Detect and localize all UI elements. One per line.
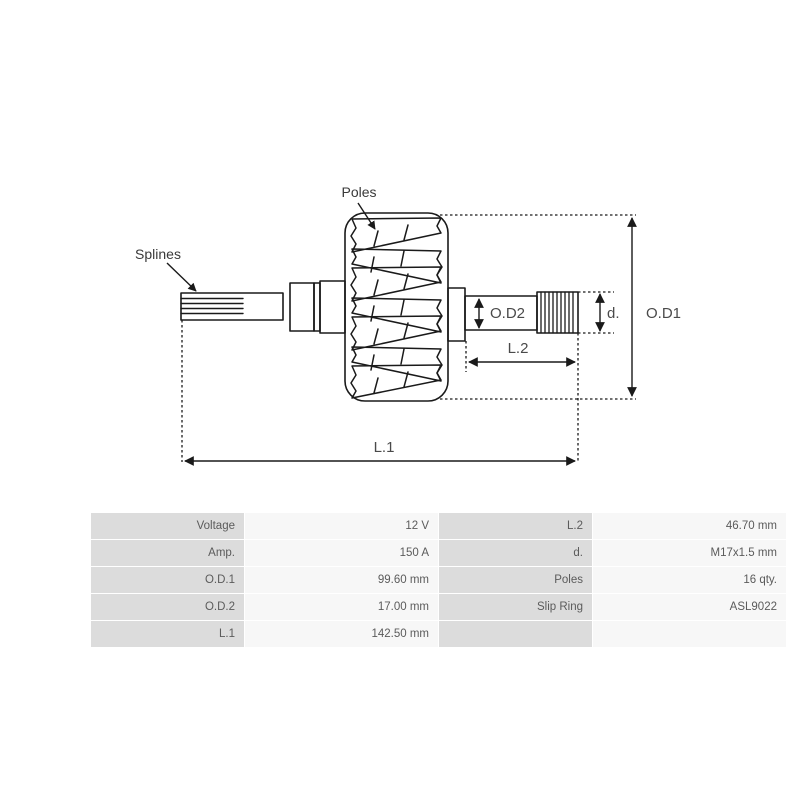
dim-label-l1: L.1 [374, 439, 395, 456]
spec-value-l2: 46.70 mm [592, 512, 787, 540]
spec-value-l1: 142.50 mm [244, 620, 439, 648]
table-row: L.1 142.50 mm [90, 620, 787, 648]
table-row: O.D.2 17.00 mm Slip Ring ASL9022 [90, 593, 787, 621]
spec-value-voltage: 12 V [244, 512, 439, 540]
spec-key-empty [438, 620, 593, 648]
spec-key-l2: L.2 [438, 512, 593, 540]
spec-value-od2: 17.00 mm [244, 593, 439, 621]
dim-label-od2: O.D2 [490, 305, 525, 322]
spec-key-od2: O.D.2 [90, 593, 245, 621]
rotor-diagram: Splines Poles O.D1 O.D2 d. L.1 L.2 [135, 184, 681, 466]
leader-poles [357, 202, 376, 230]
spec-value-d: M17x1.5 mm [592, 539, 787, 567]
claw-pole-fingers [350, 217, 443, 399]
spec-value-poles: 16 qty. [592, 566, 787, 594]
specifications-table-container: Voltage 12 V L.2 46.70 mm Amp. 150 A d. … [90, 512, 787, 648]
splines-grooves [180, 297, 244, 315]
specifications-table-body: Voltage 12 V L.2 46.70 mm Amp. 150 A d. … [90, 512, 787, 648]
slip-ring-collar-blocks [289, 280, 346, 334]
table-row: O.D.1 99.60 mm Poles 16 qty. [90, 566, 787, 594]
dim-label-l2: L.2 [508, 340, 529, 357]
rotor-diagram-svg: Splines Poles O.D1 O.D2 d. L.1 L.2 [135, 184, 681, 466]
shaft-left-section [180, 292, 284, 321]
callout-label-poles: Poles [341, 184, 376, 200]
callout-label-splines: Splines [135, 246, 181, 262]
thread-hatching [540, 291, 574, 334]
spec-value-slip-ring: ASL9022 [592, 593, 787, 621]
dimension-arrows [184, 217, 637, 466]
dim-label-d: d. [607, 305, 620, 322]
spec-key-slip-ring: Slip Ring [438, 593, 593, 621]
spec-key-d: d. [438, 539, 593, 567]
spec-key-amp: Amp. [90, 539, 245, 567]
spec-value-od1: 99.60 mm [244, 566, 439, 594]
extension-lines [181, 214, 636, 462]
spec-key-od1: O.D.1 [90, 566, 245, 594]
spec-value-amp: 150 A [244, 539, 439, 567]
spec-key-l1: L.1 [90, 620, 245, 648]
specifications-table: Voltage 12 V L.2 46.70 mm Amp. 150 A d. … [90, 512, 787, 648]
spec-value-empty [592, 620, 787, 648]
callout-leaders [166, 202, 376, 292]
table-row: Voltage 12 V L.2 46.70 mm [90, 512, 787, 540]
leader-splines [166, 262, 197, 292]
spec-key-poles: Poles [438, 566, 593, 594]
spec-key-voltage: Voltage [90, 512, 245, 540]
table-row: Amp. 150 A d. M17x1.5 mm [90, 539, 787, 567]
claw-pole-body [344, 212, 449, 402]
dim-label-od1: O.D1 [646, 305, 681, 322]
